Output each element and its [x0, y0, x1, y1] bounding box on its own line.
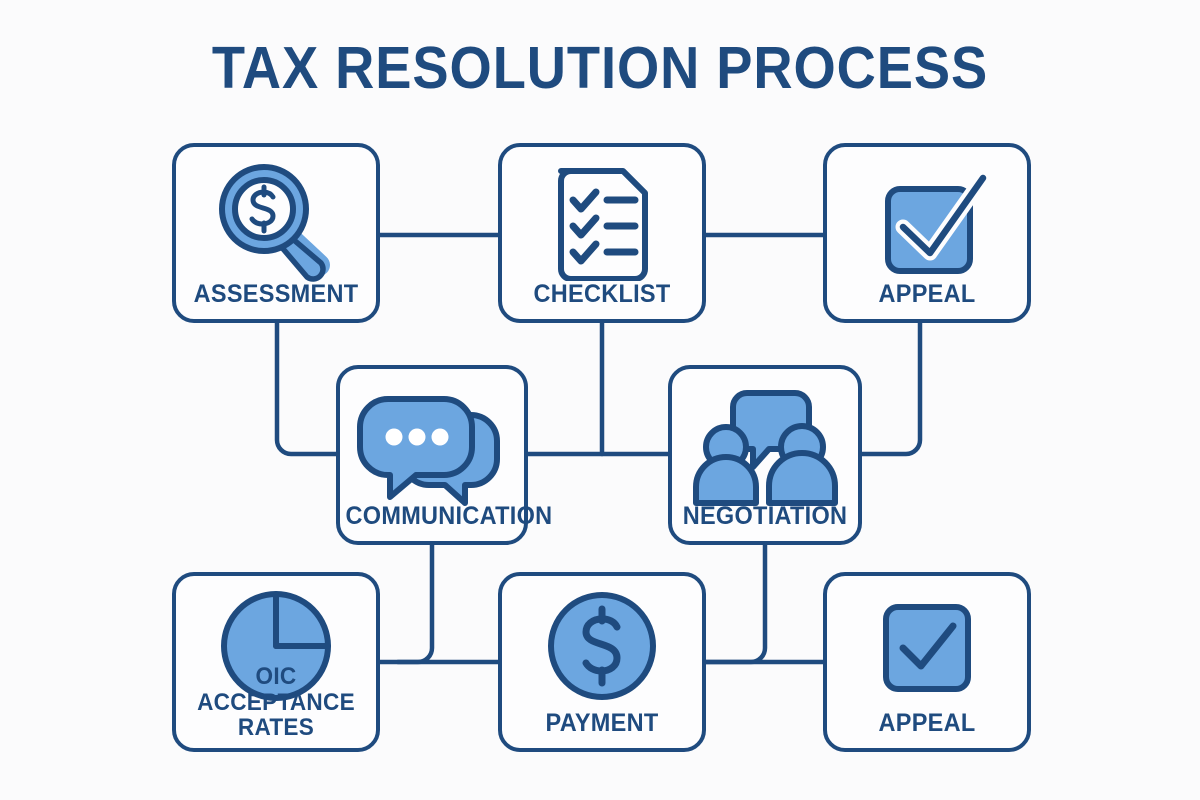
page-title: TAX RESOLUTION PROCESS: [211, 35, 989, 101]
wire-communication-down: [395, 542, 435, 665]
checkbox-check-icon: [827, 598, 1027, 698]
checklist-document-icon: [502, 159, 702, 281]
node-label-assessment: ASSESSMENT: [193, 279, 359, 308]
wire-appealtop-negotiation: [859, 320, 923, 457]
node-label-appeal-top: APPEAL: [878, 279, 976, 308]
node-appeal-top[interactable]: APPEAL: [823, 143, 1031, 323]
wire-assessment-communication: [274, 320, 339, 457]
pie-chart-icon: [176, 590, 376, 702]
node-payment[interactable]: PAYMENT: [498, 572, 706, 752]
node-label-payment: PAYMENT: [545, 708, 659, 737]
magnifier-dollar-icon: [176, 159, 376, 284]
node-oic-acceptance-rates[interactable]: OIC ACCEPTANCE RATES: [172, 572, 380, 752]
node-label-communication: COMMUNICATION: [345, 501, 553, 530]
node-communication[interactable]: COMMUNICATION: [336, 365, 553, 545]
speech-bubbles-icon: [340, 389, 524, 507]
node-label-checklist: CHECKLIST: [533, 279, 671, 308]
node-label-appeal-bottom: APPEAL: [878, 708, 976, 737]
node-label-oic: OIC ACCEPTANCE RATES: [197, 663, 355, 741]
node-checklist[interactable]: CHECKLIST: [498, 143, 706, 323]
dollar-coin-icon: [502, 590, 702, 702]
node-negotiation[interactable]: NEGOTIATION: [668, 365, 862, 545]
node-assessment[interactable]: ASSESSMENT: [172, 143, 380, 323]
two-people-speech-icon: [672, 385, 858, 507]
checkbox-overflow-check-icon: [827, 165, 1027, 277]
node-label-negotiation: NEGOTIATION: [682, 501, 848, 530]
wire-negotiation-down: [703, 542, 768, 665]
node-appeal-bottom[interactable]: APPEAL: [823, 572, 1031, 752]
